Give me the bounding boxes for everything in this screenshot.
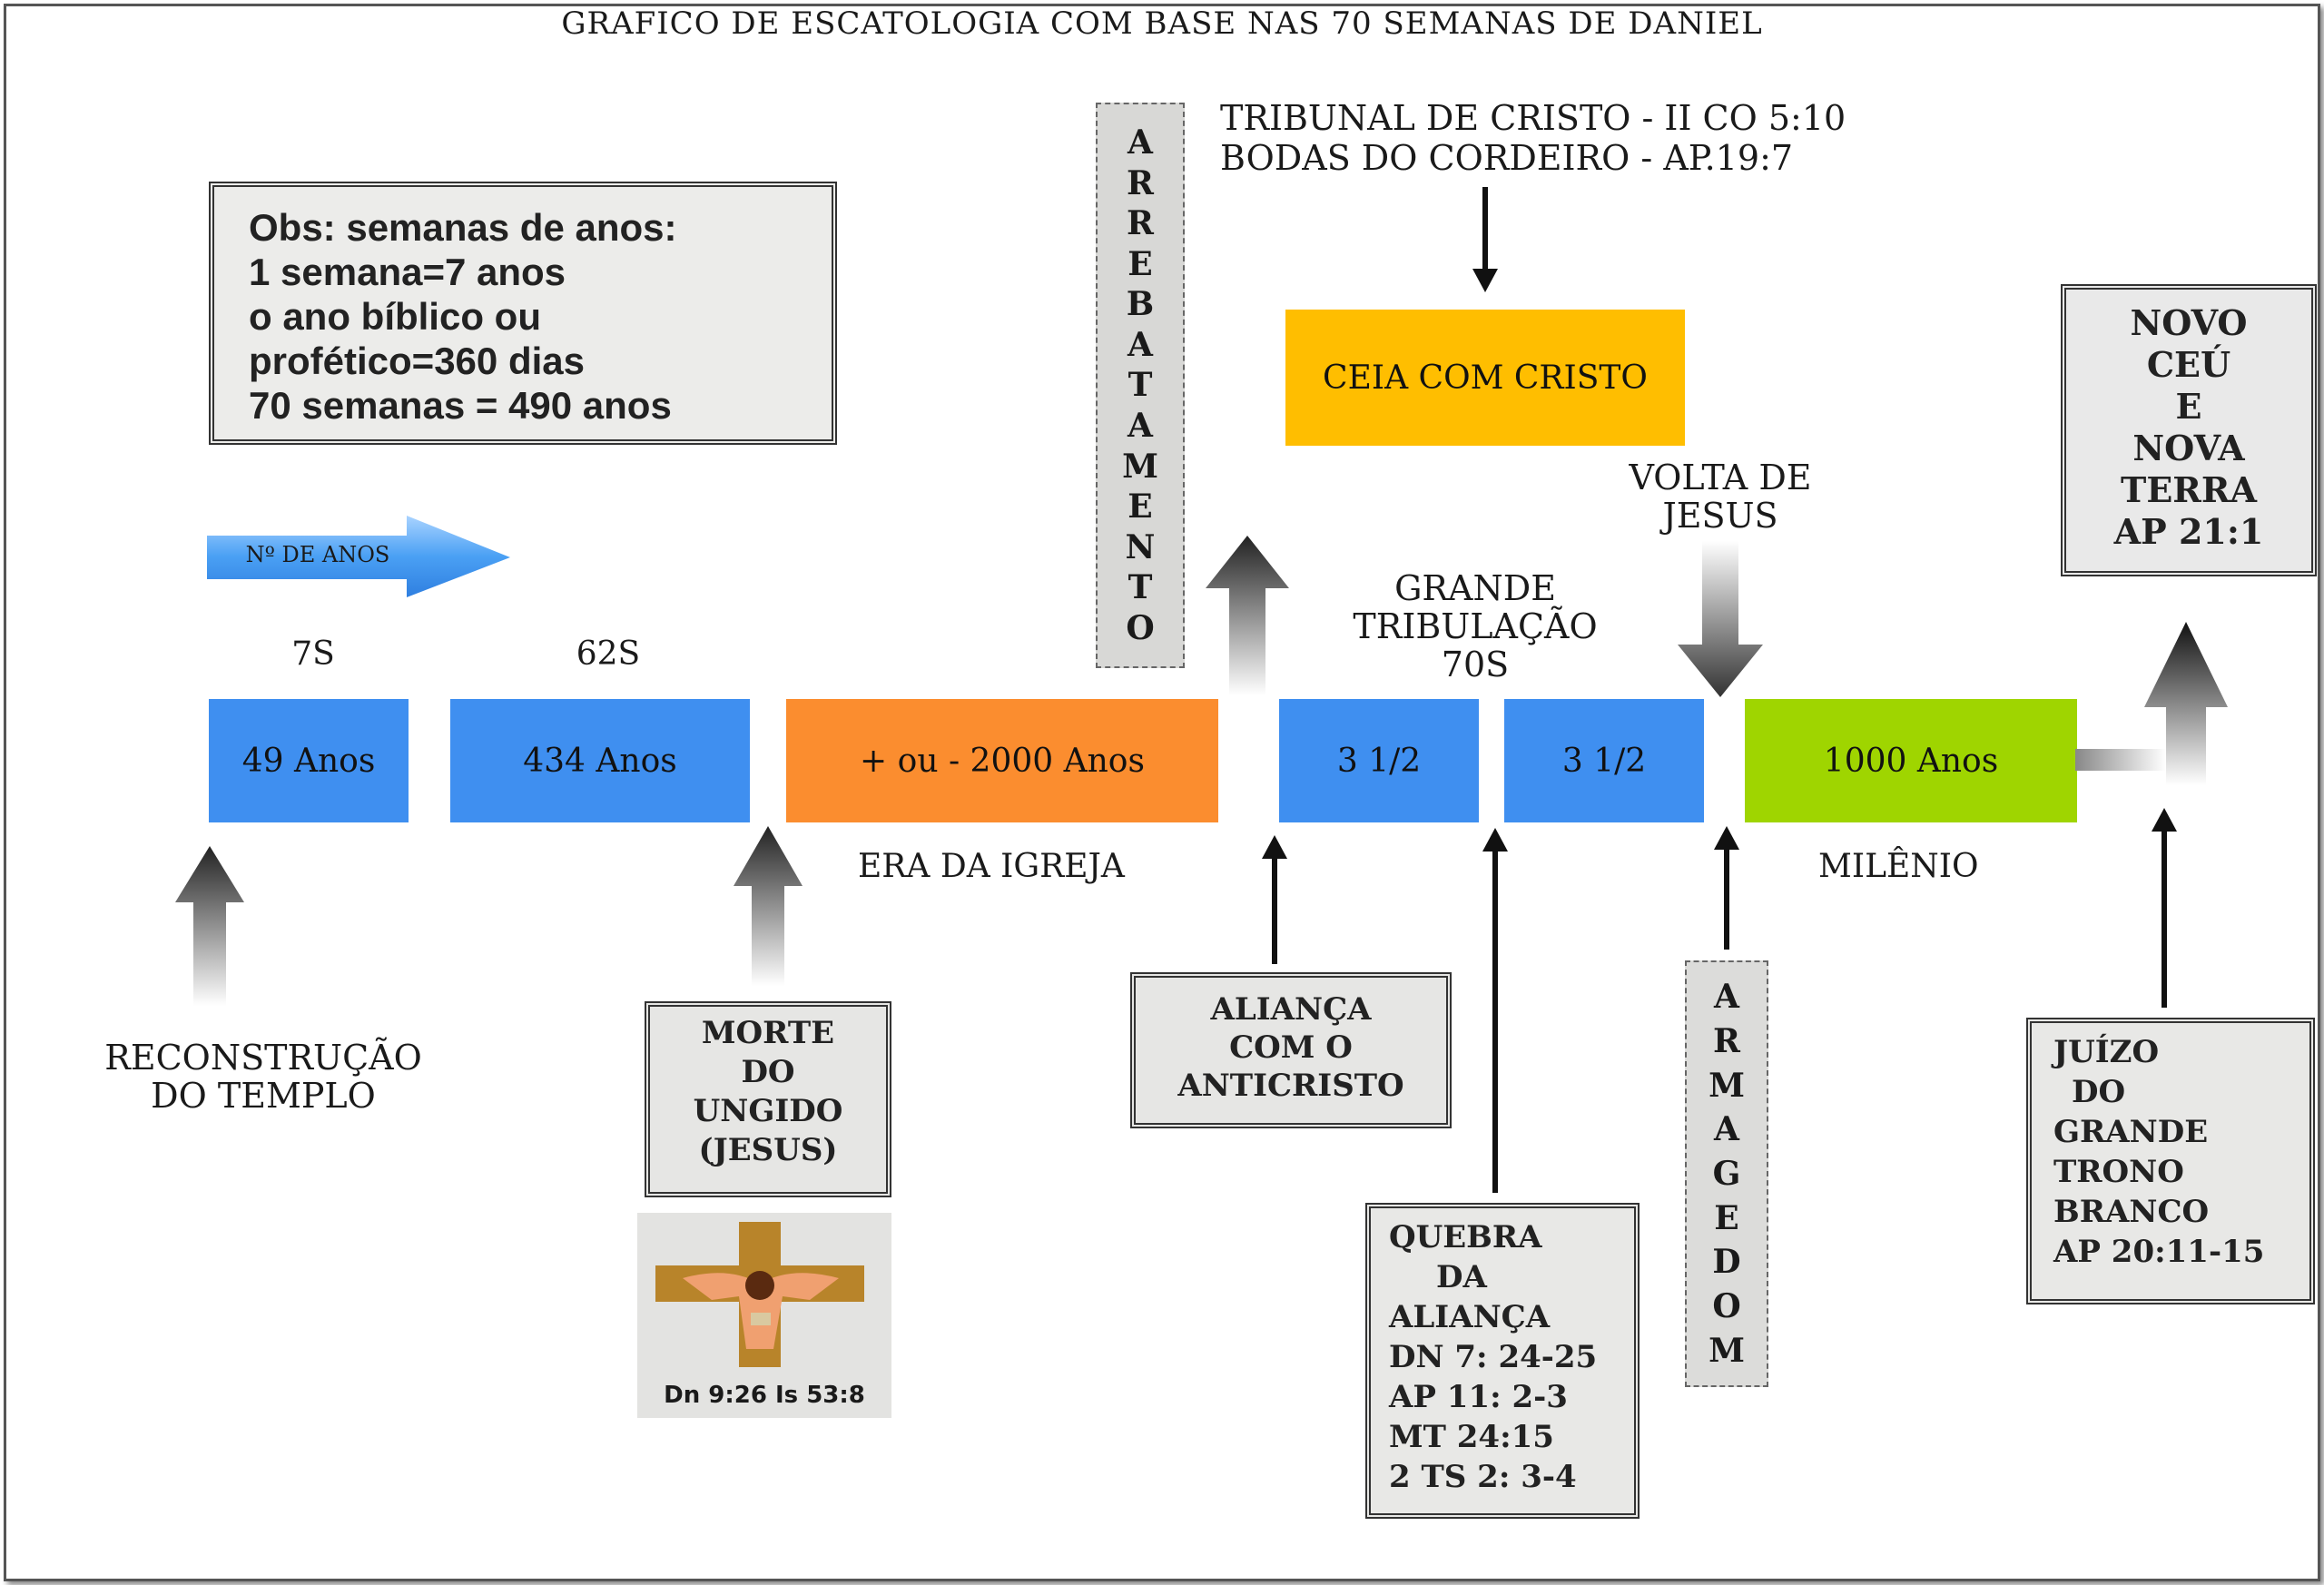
timeline-second-half: 3 1/2 bbox=[1504, 699, 1704, 822]
obs-line: 1 semana=7 anos bbox=[249, 251, 566, 293]
ceia-arrow-line bbox=[1482, 187, 1488, 274]
obs-line: profético=360 dias bbox=[249, 340, 585, 382]
grande-tribulacao-label: GRANDE TRIBULAÇÃO 70S bbox=[1353, 568, 1598, 684]
timeline-igreja-anos: + ou - 2000 Anos bbox=[786, 699, 1218, 822]
return-down-arrow bbox=[1678, 541, 1763, 697]
timeline-434-anos: 434 Anos bbox=[450, 699, 750, 822]
alianca-note: ALIANÇA COM O ANTICRISTO bbox=[1130, 972, 1452, 1128]
reconstruction-up-arrow bbox=[175, 846, 244, 1006]
juizo-arrow-line bbox=[2162, 832, 2167, 1008]
alianca-arrow-line bbox=[1272, 859, 1277, 964]
timeline-first-half: 3 1/2 bbox=[1279, 699, 1479, 822]
quebra-note: QUEBRA DA ALIANÇA DN 7: 24-25 AP 11: 2-3… bbox=[1365, 1203, 1640, 1519]
obs-line: Obs: semanas de anos: bbox=[249, 206, 677, 249]
juizo-arrow-head bbox=[2152, 808, 2177, 832]
crucifix-icon bbox=[655, 1222, 864, 1367]
years-arrow bbox=[207, 516, 510, 597]
quebra-arrow-head bbox=[1482, 828, 1508, 852]
tribunal-line1: TRIBUNAL DE CRISTO - II CO 5:10 bbox=[1220, 98, 1846, 138]
chart-title: GRAFICO DE ESCATOLOGIA COM BASE NAS 70 S… bbox=[561, 5, 1763, 42]
armagedom-arrow-line bbox=[1724, 850, 1729, 950]
alianca-arrow-head bbox=[1262, 835, 1287, 859]
ceia-com-cristo-box: CEIA COM CRISTO bbox=[1285, 310, 1685, 446]
week-label-62s: 62S bbox=[576, 635, 641, 673]
reconstrucao-label: RECONSTRUÇÃO DO TEMPLO bbox=[104, 1038, 422, 1116]
juizo-note: JUÍZO DO GRANDE TRONO BRANCO AP 20:11-15 bbox=[2026, 1018, 2315, 1304]
armagedom-arrow-head bbox=[1714, 826, 1739, 850]
quebra-arrow-line bbox=[1492, 852, 1498, 1193]
rapture-up-arrow bbox=[1206, 536, 1289, 695]
death-up-arrow bbox=[734, 826, 803, 986]
years-arrow-label: Nº DE ANOS bbox=[245, 542, 390, 567]
obs-line: o ano bíblico ou bbox=[249, 295, 541, 338]
novo-ceu-note: NOVO CEÚ E NOVA TERRA AP 21:1 bbox=[2061, 284, 2317, 576]
timeline-1000-anos: 1000 Anos bbox=[1745, 699, 2077, 822]
volta-de-jesus-label: VOLTA DE JESUS bbox=[1629, 458, 1812, 536]
page-frame bbox=[4, 4, 2320, 1581]
obs-line: 70 semanas = 490 anos bbox=[249, 384, 672, 427]
era-da-igreja-label: ERA DA IGREJA bbox=[858, 848, 1125, 885]
armagedom-label: A R M A G E D O M bbox=[1685, 960, 1768, 1387]
tribunal-line2: BODAS DO CORDEIRO - AP.19:7 bbox=[1220, 138, 1794, 178]
ceia-arrow-head bbox=[1472, 269, 1498, 292]
obs-note: Obs: semanas de anos: 1 semana=7 anos o … bbox=[209, 182, 837, 445]
arrebatamento-label: A R R E B A T A M E N T O bbox=[1096, 103, 1185, 668]
timeline-49-anos: 49 Anos bbox=[209, 699, 409, 822]
milenio-label: MILÊNIO bbox=[1818, 848, 1979, 885]
milenio-to-novo-ceu-arrow bbox=[2075, 622, 2228, 785]
cross-caption: Dn 9:26 Is 53:8 bbox=[664, 1382, 865, 1409]
morte-do-ungido-note: MORTE DO UNGIDO (JESUS) bbox=[645, 1001, 891, 1197]
week-label-7s: 7S bbox=[291, 635, 335, 673]
cross-image: Dn 9:26 Is 53:8 bbox=[637, 1213, 891, 1418]
